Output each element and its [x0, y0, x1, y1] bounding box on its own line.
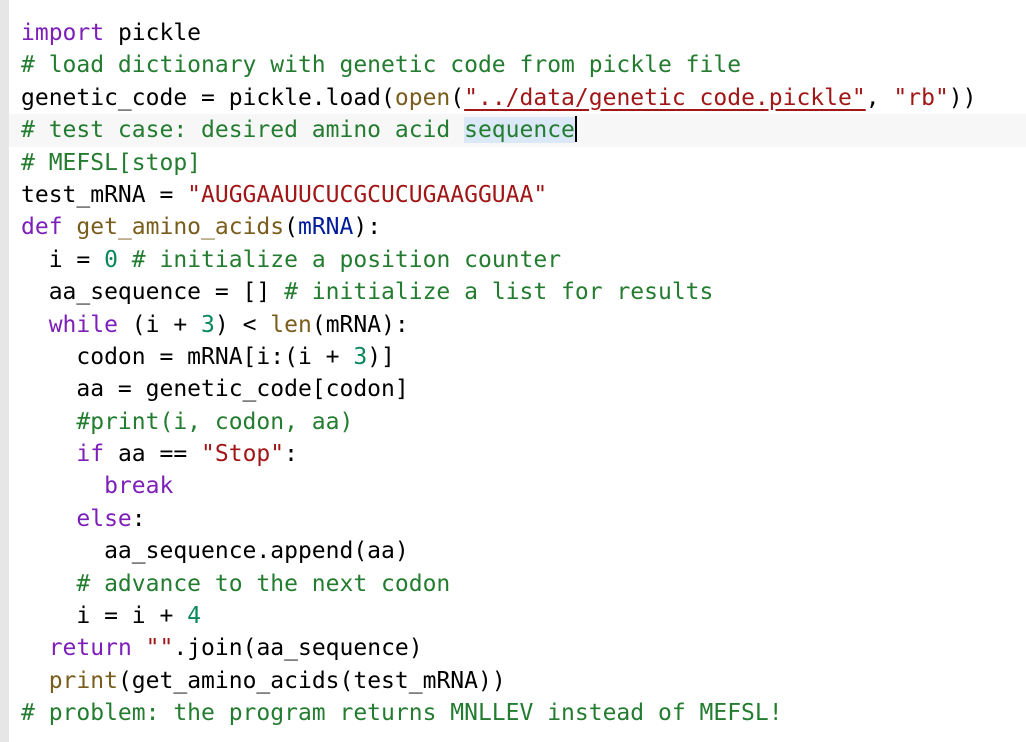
- code-token: # MEFSL[stop]: [21, 149, 202, 176]
- code-token: return: [48, 635, 132, 662]
- code-line[interactable]: # load dictionary with genetic code from…: [21, 49, 1021, 81]
- code-token: "Stop": [201, 441, 285, 468]
- code-token: (: [284, 214, 298, 241]
- code-token: (: [450, 84, 465, 111]
- code-token: i =: [21, 246, 105, 273]
- code-line[interactable]: def get_amino_acids(mRNA):: [21, 211, 1021, 243]
- code-line[interactable]: aa = genetic_code[codon]: [21, 373, 1021, 405]
- code-token: aa = genetic_code[codon]: [21, 376, 409, 403]
- editor-gutter: [0, 0, 9, 742]
- code-token: else: [76, 505, 132, 532]
- code-token: 0: [104, 246, 118, 273]
- code-line[interactable]: aa_sequence.append(aa): [21, 535, 1021, 567]
- code-token: i = i +: [21, 603, 188, 630]
- code-line[interactable]: # problem: the program returns MNLLEV in…: [21, 697, 1021, 729]
- code-token: open: [394, 84, 451, 111]
- code-token: [63, 214, 77, 240]
- code-token: [21, 409, 76, 435]
- code-token: genetic_code = pickle.load(: [21, 84, 395, 111]
- code-token: ) <: [214, 311, 271, 338]
- code-token: [21, 312, 49, 338]
- code-token: :: [284, 441, 298, 468]
- code-token: ):: [353, 214, 382, 241]
- code-token: get_amino_acids: [76, 214, 285, 241]
- code-token: import: [21, 20, 105, 46]
- code-token: break: [104, 473, 174, 500]
- code-token: "../data/genetic_code.pickle": [464, 84, 866, 111]
- code-token: mRNA: [297, 214, 354, 241]
- code-line[interactable]: print(get_amino_acids(test_mRNA)): [21, 665, 1021, 697]
- code-token: def: [21, 214, 63, 241]
- code-token: [21, 571, 76, 597]
- code-token: "AUGGAAUUCUCGCUCUGAAGGUAA": [187, 181, 548, 208]
- code-token: # initialize a list for results: [284, 279, 714, 306]
- code-token: aa_sequence.append(aa): [21, 538, 409, 565]
- code-token: ,: [865, 84, 894, 111]
- code-line[interactable]: aa_sequence = [] # initialize a list for…: [21, 276, 1021, 308]
- code-line[interactable]: i = 0 # initialize a position counter: [21, 244, 1021, 276]
- code-token: codon = mRNA[i:(i +: [21, 343, 354, 370]
- code-token: .join(aa_sequence): [173, 635, 423, 662]
- code-line[interactable]: import pickle: [21, 17, 1021, 49]
- code-token: [21, 473, 104, 499]
- code-area[interactable]: import pickle # load dictionary with gene…: [9, 17, 1026, 730]
- code-token: # load dictionary with genetic code from…: [21, 52, 742, 79]
- code-line[interactable]: else:: [21, 503, 1021, 535]
- code-token: 4: [187, 603, 202, 630]
- code-token: "rb": [893, 84, 949, 111]
- code-token: pickle: [104, 20, 202, 46]
- code-line[interactable]: test_mRNA = "AUGGAAUUCUCGCUCUGAAGGUAA": [21, 179, 1021, 211]
- code-line[interactable]: # advance to the next codon: [21, 568, 1021, 600]
- code-token: (get_amino_acids(test_mRNA)): [117, 667, 506, 694]
- code-token: test_mRNA =: [21, 181, 188, 208]
- code-token: # test case: desired amino acid: [21, 117, 465, 144]
- code-line[interactable]: i = i + 4: [21, 600, 1021, 632]
- code-line[interactable]: # MEFSL[stop]: [21, 147, 1021, 179]
- code-token: (i +: [117, 311, 202, 338]
- code-token: 3: [201, 311, 215, 338]
- code-token: aa ==: [104, 441, 202, 468]
- code-token: (mRNA):: [311, 311, 409, 338]
- code-token: # initialize a position counter: [117, 246, 562, 273]
- code-line[interactable]: #print(i, codon, aa): [21, 406, 1021, 438]
- code-token: )): [948, 84, 977, 111]
- code-token: if: [76, 441, 105, 468]
- code-line[interactable]: codon = mRNA[i:(i + 3)]: [21, 341, 1021, 373]
- code-token: :: [131, 505, 146, 532]
- code-line[interactable]: while (i + 3) < len(mRNA):: [21, 309, 1021, 341]
- code-token: )]: [367, 343, 395, 370]
- code-token: # advance to the next codon: [76, 570, 451, 597]
- code-line[interactable]: return "".join(aa_sequence): [21, 632, 1021, 664]
- code-token: len: [270, 311, 312, 338]
- text-cursor: [574, 116, 577, 143]
- code-token: [21, 668, 49, 694]
- code-token: print: [48, 667, 118, 694]
- code-token: [21, 635, 49, 661]
- code-token: [21, 441, 76, 467]
- code-token: sequence: [464, 117, 575, 144]
- code-token: 3: [353, 343, 368, 370]
- code-line[interactable]: if aa == "Stop":: [21, 438, 1021, 470]
- code-token: "": [145, 635, 174, 662]
- code-token: aa_sequence = []: [21, 279, 285, 306]
- code-token: while: [48, 311, 118, 338]
- code-line[interactable]: # test case: desired amino acid sequence: [9, 114, 1026, 147]
- code-token: # problem: the program returns MNLLEV in…: [21, 700, 783, 727]
- code-token: [132, 635, 146, 661]
- code-token: [21, 506, 76, 532]
- code-line[interactable]: genetic_code = pickle.load(open("../data…: [21, 82, 1021, 114]
- code-token: #print(i, codon, aa): [76, 408, 354, 435]
- code-line[interactable]: break: [21, 470, 1021, 502]
